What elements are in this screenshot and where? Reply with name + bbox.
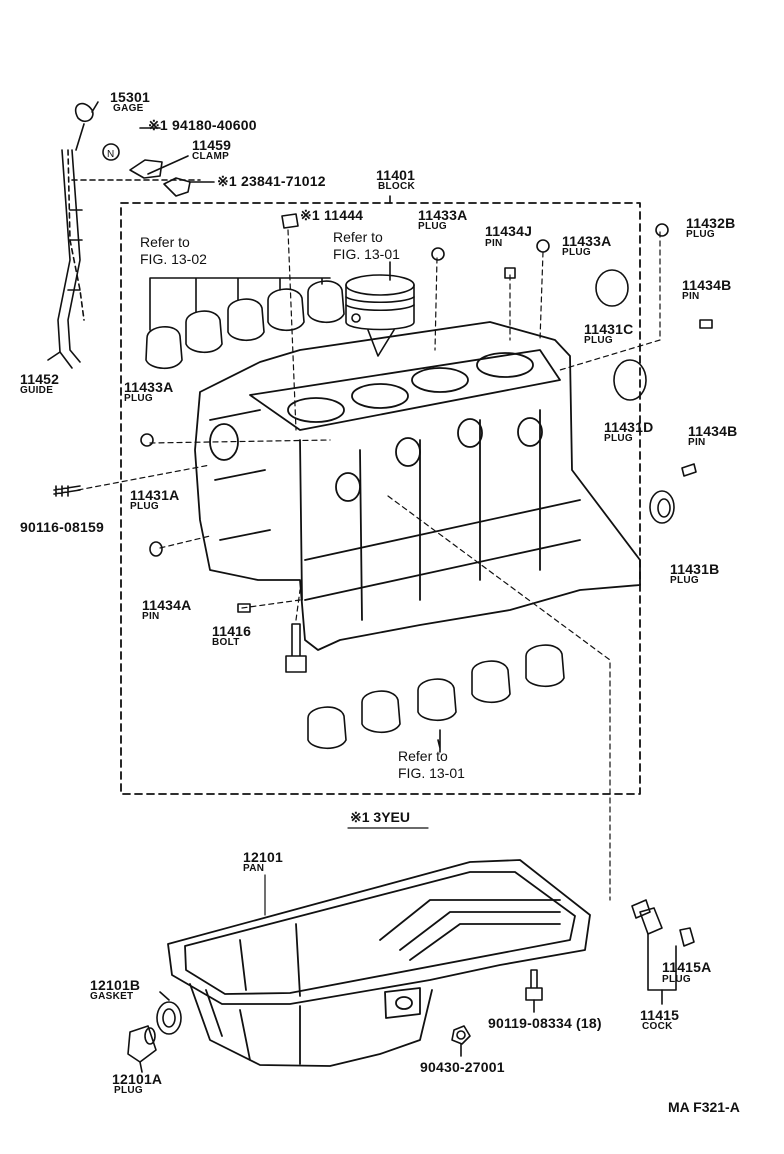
bolt-11416 <box>285 623 307 673</box>
part-number-12101A: 12101A <box>112 1071 163 1087</box>
pin-11434B-mid <box>681 463 697 477</box>
part-name-11432B: PLUG <box>686 229 715 240</box>
part-name-11434B-mid: PIN <box>688 437 706 448</box>
gasket-12101B <box>156 1001 182 1035</box>
part-number-11459: 11459 <box>192 137 232 153</box>
part-name-12101: PAN <box>243 863 265 874</box>
part-number-15301: 15301 <box>110 89 150 105</box>
part-name-12101A: PLUG <box>114 1085 143 1096</box>
part-number-11452: 11452 <box>20 371 60 387</box>
part-name-11431B: PLUG <box>670 575 699 586</box>
part-number-11415: 11415 <box>640 1007 680 1023</box>
drain-cock-group <box>631 899 695 1005</box>
part-number-11444: ※1 11444 <box>300 207 364 223</box>
part-name-11416: BOLT <box>212 637 240 648</box>
part-name-11434J: PIN <box>485 238 503 249</box>
part-number-11433A-right: 11433A <box>562 233 612 249</box>
part-name-11433A-top: PLUG <box>418 221 447 232</box>
part-number-11415A: 11415A <box>662 959 712 975</box>
stud-90116 <box>53 485 81 497</box>
plug-11431D <box>613 359 647 401</box>
refer-to-fig-13-01-bearing-line1: Refer to <box>398 748 448 764</box>
part-number-11431B: 11431B <box>670 561 720 577</box>
part-number-11434B-mid: 11434B <box>688 423 738 439</box>
refer-to-fig-13-01-bearing-line2: FIG. 13-01 <box>398 765 465 781</box>
part-number-11401: 11401 <box>376 167 416 183</box>
part-number-90430: 90430-27001 <box>420 1059 505 1075</box>
refer-to-fig-13-02-line2: FIG. 13-02 <box>140 251 207 267</box>
plug-11432B <box>655 223 669 237</box>
part-number-11431A: 11431A <box>130 487 180 503</box>
part-name-11434B-top: PIN <box>682 291 700 302</box>
part-number-12101B: 12101B <box>90 977 141 993</box>
part-number-90119: 90119-08334 (18) <box>488 1015 602 1031</box>
part-number-11431D: 11431D <box>604 419 654 435</box>
piston <box>345 274 415 357</box>
plug-11431B <box>649 490 675 524</box>
oil-pan <box>167 859 591 1067</box>
part-name-11415: COCK <box>642 1021 673 1032</box>
refer-to-fig-13-01-piston-line2: FIG. 13-01 <box>333 246 400 262</box>
part-name-11401: BLOCK <box>378 181 416 192</box>
part-number-12101: 12101 <box>243 849 283 865</box>
plug-11431A <box>149 541 163 557</box>
refer-to-fig-13-01-piston-line1: Refer to <box>333 229 383 245</box>
part-name-11452: GUIDE <box>20 385 54 396</box>
n-mark-glyph: N <box>107 149 114 160</box>
part-number-11433A-left: 11433A <box>124 379 174 395</box>
dipstick-gage <box>67 101 99 321</box>
pin-11434A <box>237 603 251 613</box>
part-number-94180: ※1 94180-40600 <box>148 117 257 133</box>
part-name-12101B: GASKET <box>90 991 134 1002</box>
pin-11434B-top <box>699 319 713 329</box>
part-name-11434A: PIN <box>142 611 160 622</box>
part-number-11432B: 11432B <box>686 215 736 231</box>
plug-11433A-right <box>536 239 550 253</box>
dipstick-guide <box>47 149 83 369</box>
pan-fasteners <box>451 969 543 1057</box>
plug-11433A-top <box>431 247 445 261</box>
plug-11431C <box>595 269 629 307</box>
plug-11444 <box>281 213 299 229</box>
bearing-shells-bottom <box>307 644 565 753</box>
part-name-11433A-left: PLUG <box>124 393 153 404</box>
clamp-assembly <box>71 127 215 197</box>
cylinder-block <box>194 321 641 651</box>
part-name-11415A: PLUG <box>662 974 691 985</box>
pin-11434J <box>504 267 516 279</box>
part-name-11431D: PLUG <box>604 433 633 444</box>
diagram-id: MA F321-A <box>668 1099 740 1115</box>
bearing-shells-top <box>145 277 345 370</box>
drain-plug-12101A <box>127 1025 157 1063</box>
part-number-11416: 11416 <box>212 623 252 639</box>
part-number-11433A-top: 11433A <box>418 207 468 223</box>
part-name-11433A-right: PLUG <box>562 247 591 258</box>
drain-plug-group <box>127 991 182 1073</box>
part-name-11459: CLAMP <box>192 151 230 162</box>
small-parts <box>53 213 713 673</box>
part-number-23841: ※1 23841-71012 <box>217 173 326 189</box>
block-assembly-boundary <box>120 202 641 795</box>
part-number-11434J: 11434J <box>485 223 533 239</box>
leader-lines <box>77 229 661 901</box>
part-number-11434A: 11434A <box>142 597 192 613</box>
part-number-11434B-top: 11434B <box>682 277 732 293</box>
plug-11433A-left <box>140 433 154 447</box>
engine-code-note: ※1 3YEU <box>350 809 410 825</box>
refer-to-fig-13-02-line1: Refer to <box>140 234 190 250</box>
part-name-15301: GAGE <box>113 103 144 114</box>
part-number-90116: 90116-08159 <box>20 519 104 535</box>
part-name-11431C: PLUG <box>584 335 613 346</box>
part-name-11431A: PLUG <box>130 501 159 512</box>
part-number-11431C: 11431C <box>584 321 634 337</box>
